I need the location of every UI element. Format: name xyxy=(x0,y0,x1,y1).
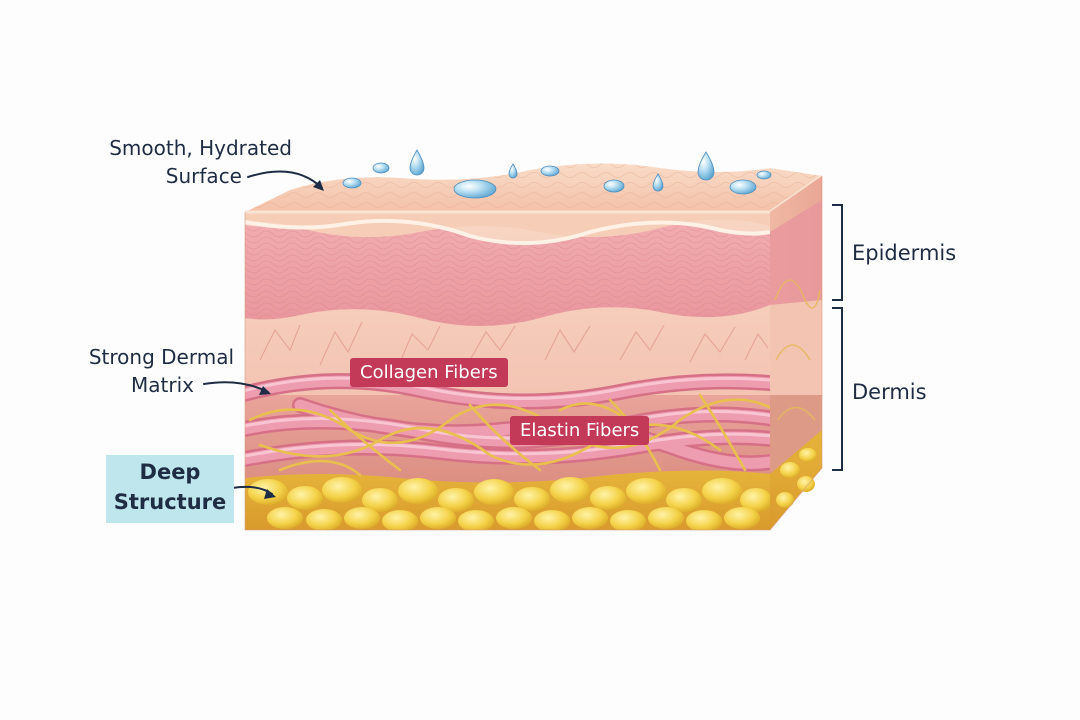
deep-label-line1: Deep xyxy=(139,460,201,484)
droplet xyxy=(453,179,497,199)
matrix-label-line2: Matrix xyxy=(131,373,194,397)
surface-label-line1: Smooth, Hydrated xyxy=(109,136,292,160)
dermis-bracket xyxy=(832,307,843,471)
collagen-fibers-tag: Collagen Fibers xyxy=(350,358,508,387)
droplet xyxy=(697,151,715,181)
droplet xyxy=(603,179,625,193)
droplet xyxy=(729,179,757,195)
droplet xyxy=(652,173,664,192)
deep-structure-callout: Deep Structure xyxy=(106,455,234,523)
droplet xyxy=(409,149,425,176)
surface-label: Smooth, Hydrated Surface xyxy=(80,134,292,190)
capillary-network xyxy=(259,321,769,366)
epidermis-label: Epidermis xyxy=(852,241,957,265)
surface-label-line2: Surface xyxy=(165,164,242,188)
elastin-fibers-tag: Elastin Fibers xyxy=(510,416,650,445)
droplet xyxy=(756,170,772,180)
water-droplets xyxy=(342,149,772,199)
surface-pointer-arrow xyxy=(247,170,323,189)
deep-label-line2: Structure xyxy=(113,490,227,514)
matrix-label-line1: Strong Dermal xyxy=(88,345,234,369)
elastin-fibers xyxy=(248,393,770,477)
fat-lobules xyxy=(248,477,770,530)
droplet xyxy=(508,163,518,179)
dermis-label: Dermis xyxy=(852,380,927,404)
droplet xyxy=(540,165,560,177)
side-fat-lobules xyxy=(776,448,817,508)
skin-block-side xyxy=(770,176,822,530)
droplet xyxy=(372,162,390,174)
droplet xyxy=(342,177,362,189)
matrix-label: Strong Dermal Matrix xyxy=(60,343,234,399)
epidermis-bracket xyxy=(832,204,843,301)
